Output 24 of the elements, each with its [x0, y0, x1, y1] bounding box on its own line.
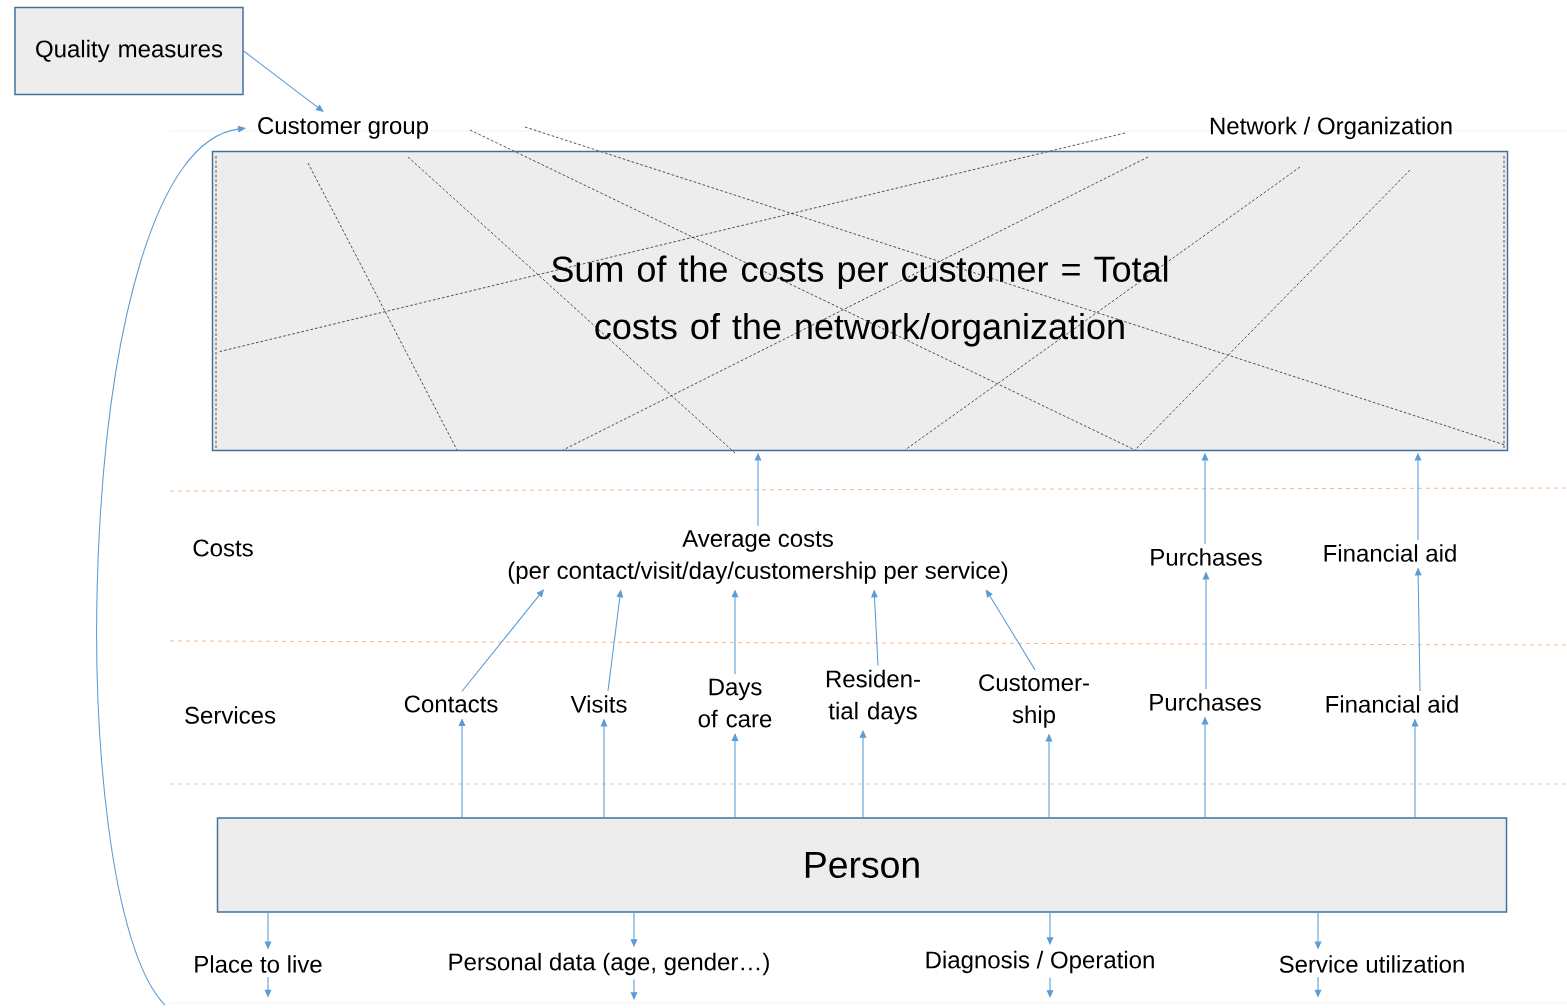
- category-label: Contacts: [404, 695, 498, 713]
- category-label: Purchases: [1151, 548, 1262, 566]
- arrow: [985, 589, 1036, 671]
- category-label: Service utilization: [1279, 955, 1464, 973]
- arrow: [458, 718, 466, 818]
- category-label: Place to live: [195, 955, 322, 973]
- category-label: Financial aid: [1326, 695, 1458, 713]
- category-label: Purchases: [1150, 693, 1261, 711]
- category-label: Diagnosis / Operation: [926, 950, 1154, 974]
- arrow: [96, 125, 246, 1006]
- arrow: [731, 733, 739, 818]
- category-label: Network / Organization: [1210, 116, 1452, 140]
- text-box: Quality measures: [14, 6, 244, 96]
- row-label: Costs: [193, 539, 253, 557]
- category-label: Days of care: [698, 678, 772, 728]
- person-box: Person: [216, 817, 1508, 913]
- category-label: Customer- ship: [979, 674, 1089, 728]
- category-label: Financial aid: [1324, 544, 1456, 562]
- category-label: Personal data (age, gender…): [449, 952, 769, 976]
- category-label: Residen- tial days: [826, 669, 920, 725]
- category-label: Customer group: [258, 117, 428, 139]
- category-label: Visits: [570, 695, 627, 713]
- category-label: Average costs (per contact/visit/day/customership per service): [508, 530, 1008, 584]
- row-label: Services: [185, 706, 276, 724]
